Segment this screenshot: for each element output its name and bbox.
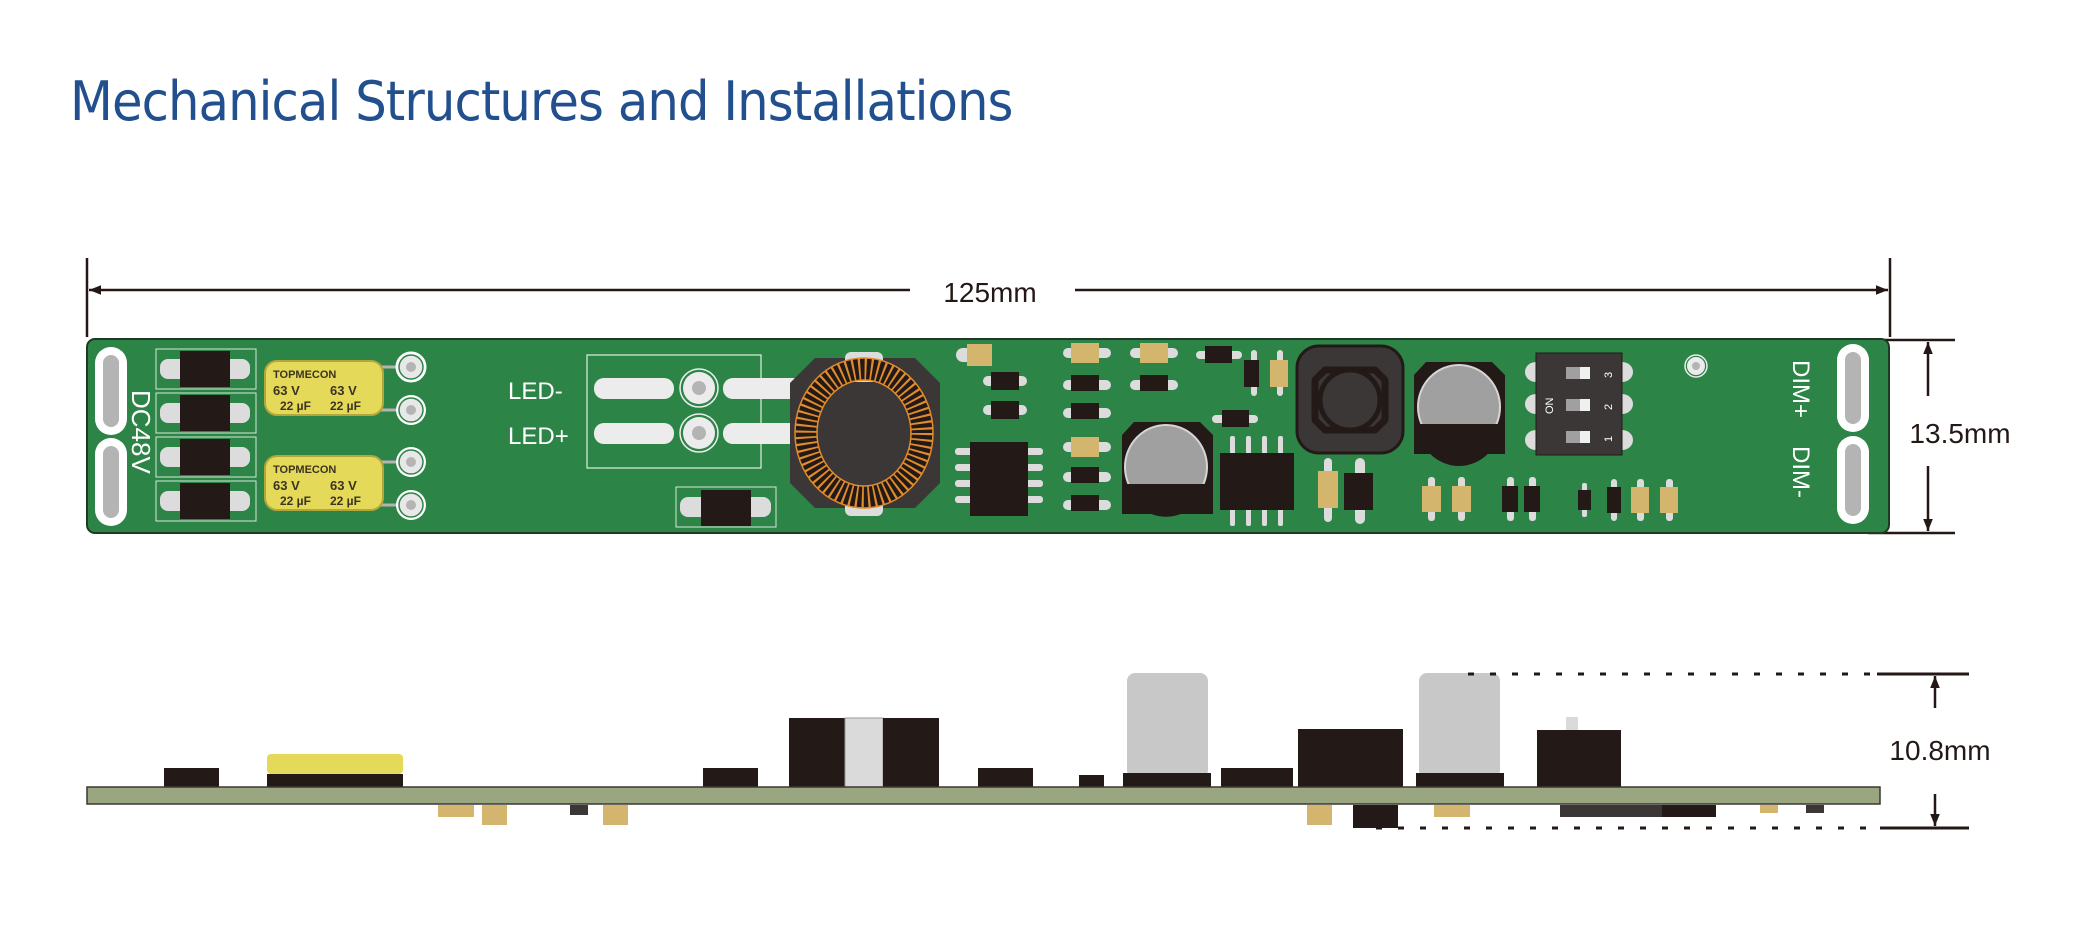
side-dip-switch bbox=[1537, 730, 1621, 787]
led-plus-label: LED+ bbox=[508, 423, 569, 450]
ic-soic8-2 bbox=[1220, 436, 1294, 526]
diode-2 bbox=[155, 392, 257, 434]
capacitor-pads bbox=[395, 351, 427, 520]
dim-pads bbox=[1837, 344, 1869, 524]
capacitor-brand: TOPMECON bbox=[273, 464, 336, 476]
side-electrolytic-2-base bbox=[1416, 773, 1504, 787]
capacitor-yellow-2: TOPMECON 63 V 63 V 22 µF 22 µF bbox=[264, 455, 405, 511]
capacitor-voltage: 63 V bbox=[273, 383, 300, 398]
diode-1 bbox=[155, 348, 257, 390]
diode-5 bbox=[675, 486, 777, 528]
capacitor-brand: TOPMECON bbox=[273, 369, 336, 381]
smd-electrolytic-capacitor-1 bbox=[1122, 422, 1213, 517]
input-diodes bbox=[155, 348, 257, 522]
side-shielded-inductor bbox=[1298, 729, 1403, 787]
dip-position-label: 3 bbox=[1603, 372, 1615, 378]
side-pcb-board bbox=[86, 786, 1881, 805]
capacitor-voltage-2: 63 V bbox=[330, 383, 357, 398]
smd-vertical-parts-1 bbox=[1318, 458, 1373, 524]
side-electrolytic-1 bbox=[1127, 673, 1208, 778]
smd-electrolytic-capacitor-2 bbox=[1414, 362, 1505, 466]
capacitor-capacitance: 22 µF bbox=[280, 494, 311, 508]
side-dip-lever bbox=[1566, 717, 1578, 730]
side-bottom-part bbox=[570, 805, 588, 815]
side-toroid-right bbox=[883, 718, 939, 787]
side-smd-small bbox=[1079, 775, 1104, 787]
shielded-inductor bbox=[1295, 344, 1405, 455]
pcb-side-view bbox=[86, 672, 1881, 830]
side-bottom-pad bbox=[1760, 805, 1778, 813]
dip-switch-2[interactable] bbox=[1566, 399, 1590, 411]
dip-switch-1[interactable] bbox=[1566, 431, 1590, 443]
pcb-top-view: DC48V bbox=[86, 338, 1890, 534]
length-dimension: 125mm bbox=[85, 258, 1892, 337]
side-bottom-pad bbox=[1434, 805, 1470, 817]
side-capacitor-base bbox=[267, 774, 403, 787]
side-toroid-pin bbox=[844, 717, 884, 788]
diode-4 bbox=[155, 480, 257, 522]
smd-vertical-parts-2 bbox=[1422, 477, 1678, 521]
side-electrolytic-2 bbox=[1419, 673, 1500, 778]
led-minus-label: LED- bbox=[508, 378, 563, 405]
via-hole bbox=[1684, 354, 1708, 378]
side-bottom-pad bbox=[603, 805, 628, 825]
dip-on-label: ON bbox=[1544, 397, 1556, 414]
width-dimension: 13.5mm bbox=[1868, 338, 2011, 535]
page-title: Mechanical Structures and Installations bbox=[70, 70, 1013, 133]
side-toroid-left bbox=[789, 718, 845, 787]
input-pad-1-hole bbox=[103, 355, 119, 427]
length-label: 125mm bbox=[943, 277, 1036, 308]
side-capacitor-yellow bbox=[267, 754, 403, 774]
height-label: 10.8mm bbox=[1889, 735, 1990, 766]
side-bottom-pad bbox=[438, 805, 474, 817]
capacitor-capacitance-2: 22 µF bbox=[330, 399, 361, 413]
smd-resistors bbox=[955, 343, 1288, 516]
dip-switch-3[interactable] bbox=[1566, 367, 1590, 379]
width-label: 13.5mm bbox=[1909, 418, 2010, 449]
side-diode-2 bbox=[703, 768, 758, 787]
input-pads bbox=[95, 347, 127, 526]
dim-plus-label: DIM+ bbox=[1787, 360, 1814, 418]
dip-position-label: 1 bbox=[1603, 436, 1615, 442]
toroid-inductor bbox=[790, 352, 940, 516]
side-bottom-part bbox=[1806, 805, 1824, 813]
led-output-connector bbox=[586, 354, 803, 469]
capacitor-capacitance-2: 22 µF bbox=[330, 494, 361, 508]
input-pad-2-hole bbox=[103, 446, 119, 518]
input-voltage-label: DC48V bbox=[126, 390, 156, 474]
side-bottom-part bbox=[1560, 805, 1662, 817]
side-ic-2 bbox=[1221, 768, 1293, 787]
dip-switch[interactable]: ON 3 2 1 bbox=[1525, 352, 1633, 456]
capacitor-voltage-2: 63 V bbox=[330, 478, 357, 493]
side-bottom-part bbox=[1353, 805, 1398, 828]
capacitor-yellow-1: TOPMECON 63 V 63 V 22 µF 22 µF bbox=[264, 360, 405, 416]
side-electrolytic-1-base bbox=[1123, 773, 1211, 787]
ic-soic8-1 bbox=[970, 442, 1028, 516]
side-bottom-pad bbox=[482, 805, 507, 825]
side-diode bbox=[164, 768, 219, 787]
dim-minus-label: DIM- bbox=[1787, 446, 1814, 498]
capacitor-capacitance: 22 µF bbox=[280, 399, 311, 413]
capacitor-voltage: 63 V bbox=[273, 478, 300, 493]
side-bottom-pad bbox=[1307, 805, 1332, 825]
dip-position-label: 2 bbox=[1603, 404, 1615, 410]
side-bottom-part bbox=[1662, 805, 1716, 817]
diode-3 bbox=[155, 436, 257, 478]
side-ic-1 bbox=[978, 768, 1033, 787]
height-dimension: 10.8mm bbox=[1877, 672, 1991, 830]
